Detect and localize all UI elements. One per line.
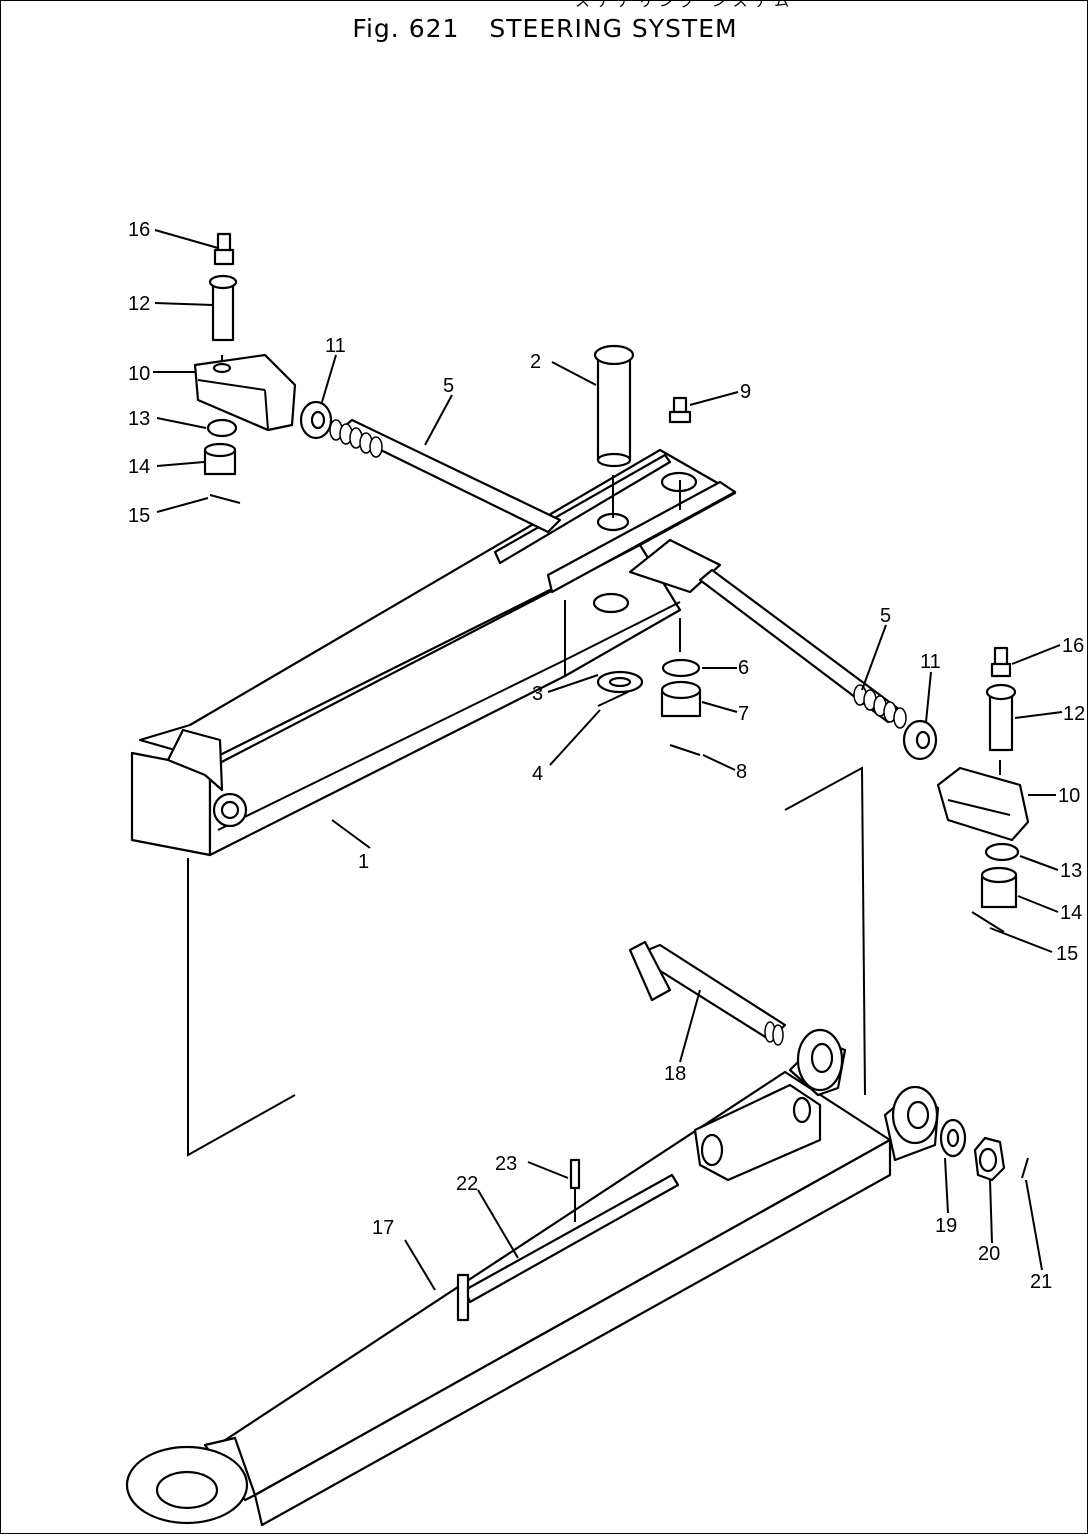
callout-19: 19 [935, 1215, 957, 1237]
callout-9: 9 [740, 381, 751, 403]
callout-8: 8 [736, 761, 747, 783]
callout-22: 22 [456, 1173, 478, 1195]
callout-11-lower: 11 [920, 651, 941, 673]
callout-1: 1 [358, 851, 369, 873]
clevis-assembly-left [193, 232, 297, 504]
guide-line-right [784, 766, 866, 1096]
cotter-pin-part-8 [669, 744, 701, 756]
nut-part-20 [973, 1136, 1006, 1182]
tie-rod-upper-part-5 [329, 418, 562, 534]
callout-12-left: 12 [128, 293, 150, 315]
callout-23: 23 [495, 1153, 517, 1175]
callout-6: 6 [738, 657, 749, 679]
figure-heading: Fig. 621 STEERING SYSTEM [0, 14, 1090, 43]
callout-11-upper: 11 [325, 335, 346, 357]
pin-part-23 [569, 1158, 581, 1190]
washer-part-3-hole [608, 676, 632, 688]
callout-20: 20 [978, 1243, 1000, 1265]
washer-part-19-hole [946, 1128, 960, 1148]
tie-rod-lower-part-5 [698, 568, 907, 729]
washer-part-6 [661, 658, 701, 678]
steering-arm-part-1 [130, 448, 737, 857]
callout-15-right: 15 [1056, 943, 1078, 965]
callout-17: 17 [372, 1217, 394, 1239]
callout-3: 3 [532, 683, 543, 705]
callout-16-left: 16 [128, 219, 150, 241]
callout-labels: 16 12 10 13 14 15 11 5 2 9 5 11 16 12 10… [128, 219, 1085, 1293]
callout-14-left: 14 [128, 456, 150, 478]
cotter-pin-part-4 [597, 691, 629, 707]
callout-13-right: 13 [1060, 860, 1082, 882]
figure-number: Fig. 621 [352, 14, 460, 43]
lower-arm-part-17 [125, 1028, 940, 1527]
callout-4: 4 [532, 763, 543, 785]
clevis-assembly-right [936, 646, 1030, 933]
callout-18: 18 [664, 1063, 686, 1085]
bolt-part-18 [628, 940, 787, 1046]
figure-title: STEERING SYSTEM [489, 14, 738, 43]
callout-5-lower: 5 [880, 605, 891, 627]
lock-nut-upper-part-11 [299, 400, 333, 440]
callout-2: 2 [530, 351, 541, 373]
callout-10-left: 10 [128, 363, 150, 385]
callout-13-left: 13 [128, 408, 150, 430]
callout-14-right: 14 [1060, 902, 1082, 924]
guide-line-left [187, 858, 296, 1157]
callout-15-left: 15 [128, 505, 150, 527]
leader-lines [153, 229, 1063, 1291]
rod-part-22 [456, 1173, 680, 1322]
callout-16-right: 16 [1062, 635, 1084, 657]
callout-21: 21 [1030, 1271, 1052, 1293]
pin-part-2 [593, 344, 635, 468]
nut-part-7 [660, 680, 702, 718]
cotter-pin-part-21 [1021, 1157, 1029, 1179]
grease-fitting-part-9 [668, 396, 692, 424]
callout-10-right: 10 [1058, 785, 1080, 807]
callout-5-upper: 5 [443, 375, 454, 397]
japanese-title: ステアリング システム [574, 0, 796, 10]
callout-7: 7 [738, 703, 749, 725]
callout-12-right: 12 [1063, 703, 1085, 725]
lock-nut-lower-part-11 [902, 719, 938, 761]
